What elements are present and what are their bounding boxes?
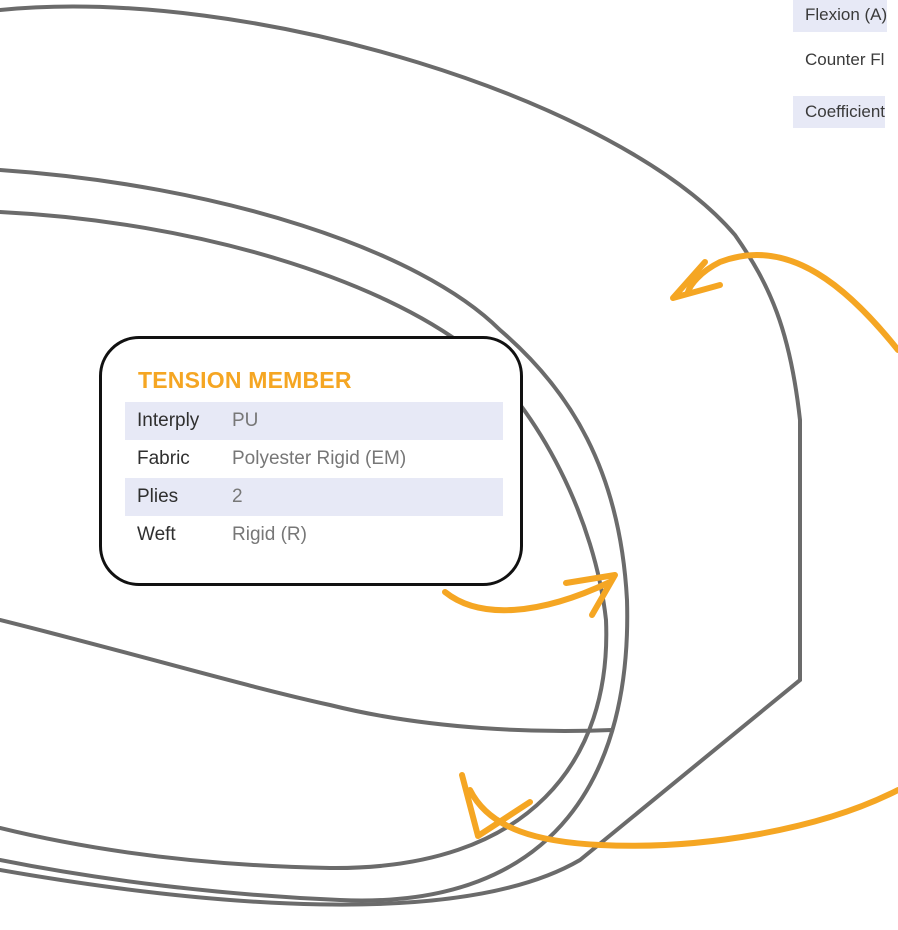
row-label: Fabric (137, 448, 190, 469)
row-label: Interply (137, 410, 200, 431)
arrow-upper-head (670, 259, 723, 301)
row-value: Rigid (R) (232, 524, 307, 545)
top-row-coefficient: Coefficient (793, 96, 886, 128)
arrow-lower-curve (467, 787, 898, 849)
arrow-middle-curve (442, 579, 613, 614)
arrow-middle-head (563, 572, 618, 618)
card-title: TENSION MEMBER (138, 367, 352, 393)
card-row-fabric: Fabric Polyester Rigid (EM) (125, 440, 503, 478)
card-row-weft: Weft Rigid (R) (125, 516, 503, 554)
card-rows: Interply PU Fabric Polyester Rigid (EM) … (125, 402, 503, 554)
row-label: Plies (137, 486, 179, 507)
row-value: PU (232, 410, 259, 431)
belt-outer-loop (0, 4, 802, 907)
top-row-counter-flexion: Counter Fl (805, 50, 885, 69)
row-label: Weft (137, 524, 176, 545)
row-value: Polyester Rigid (EM) (232, 448, 407, 469)
belt-layer-1 (0, 168, 630, 903)
tension-member-card: TENSION MEMBER Interply PU Fabric Polyes… (99, 336, 523, 586)
top-row-flexion: Flexion (A) (793, 0, 888, 32)
belt-layer-2 (0, 210, 609, 871)
card-row-interply: Interply PU (125, 402, 503, 440)
card-row-plies: Plies 2 (125, 478, 503, 516)
arrow-upper-curve (685, 251, 898, 353)
row-value: 2 (232, 486, 243, 507)
belt-lower-line (0, 618, 614, 733)
arrow-lower-head (459, 772, 533, 839)
